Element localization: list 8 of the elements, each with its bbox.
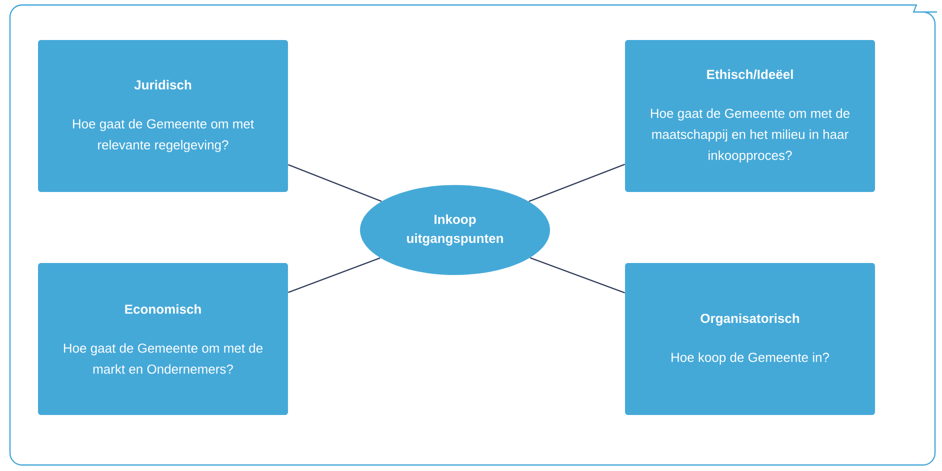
- topic-box: Organisatorisch Hoe koop de Gemeente in?: [625, 263, 875, 415]
- connector-line: [288, 257, 380, 293]
- topic-box: Ethisch/Ideëel Hoe gaat de Gemeente om met de maatschappij en het milieu in haar inkoopproces?: [625, 40, 875, 192]
- connector-line: [288, 164, 382, 202]
- connector-line: [528, 164, 626, 202]
- topic-box: Juridisch Hoe gaat de Gemeente om met relevante regelgeving?: [38, 40, 288, 192]
- topic-box: Economisch Hoe gaat de Gemeente om met de markt en Ondernemers?: [38, 263, 288, 415]
- connector-line: [530, 257, 626, 294]
